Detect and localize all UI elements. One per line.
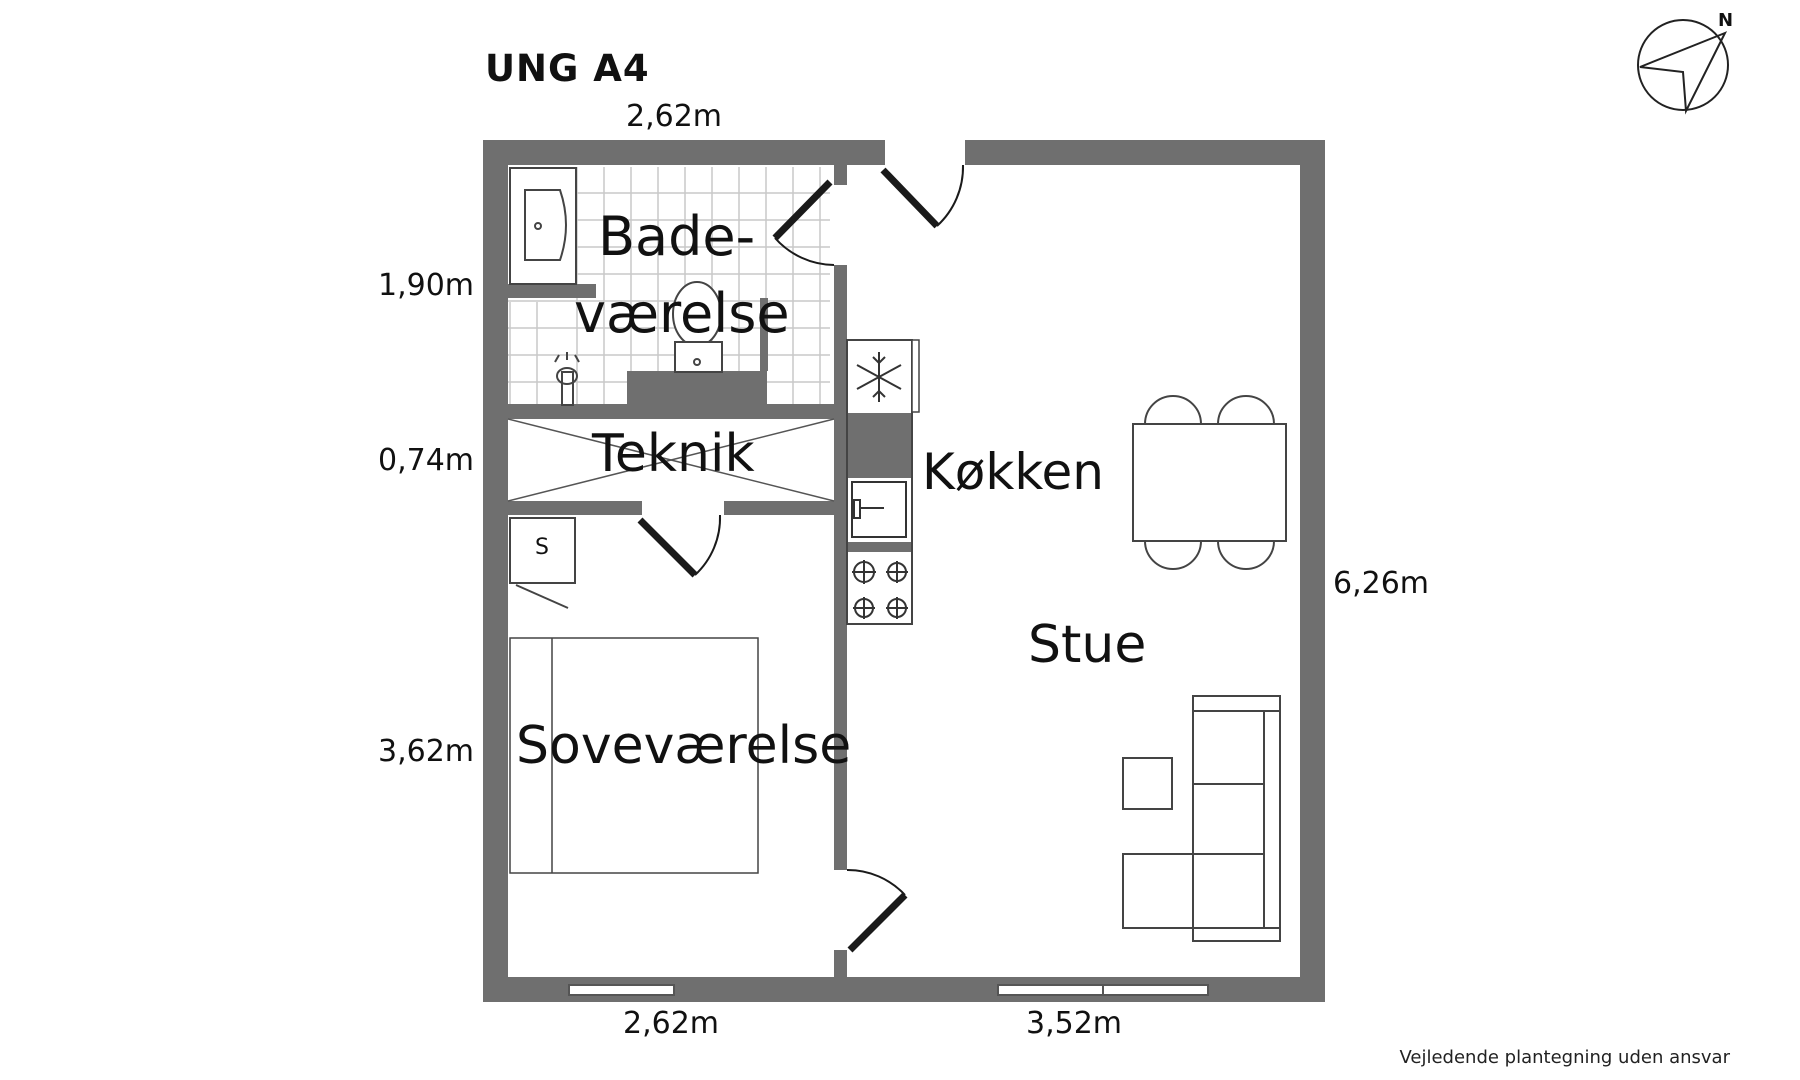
room-label-bath-2: værelse — [574, 282, 790, 345]
interior-walls — [508, 165, 847, 977]
closet-label: S — [535, 535, 549, 560]
room-label-bedroom: Soveværelse — [516, 716, 852, 776]
bathroom-tiles — [508, 167, 830, 405]
apartment-title: UNG A4 — [485, 47, 650, 90]
dim-bottom-right: 3,52m — [1026, 1006, 1123, 1041]
room-label-living: Stue — [1028, 615, 1147, 675]
bathroom-sink — [509, 167, 577, 285]
dim-top: 2,62m — [626, 99, 723, 134]
doors — [637, 164, 965, 953]
dim-bottom-left: 2,62m — [623, 1006, 720, 1041]
dim-bedroom-height: 3,62m — [378, 734, 475, 769]
teknik-cross — [507, 418, 835, 502]
closet — [509, 517, 576, 609]
toilet — [672, 281, 723, 373]
sofa — [1122, 695, 1281, 942]
dim-total-height: 6,26m — [1333, 566, 1430, 601]
dining-table — [1132, 395, 1287, 570]
room-label-bath-1: Bade- — [598, 205, 756, 268]
windows — [568, 984, 1209, 996]
bed — [509, 637, 759, 874]
stove — [852, 560, 908, 619]
compass-north-icon — [1637, 19, 1729, 115]
outer-walls — [483, 140, 1325, 1002]
north-label: N — [1718, 10, 1734, 31]
disclaimer: Vejledende plantegning uden ansvar — [1399, 1047, 1730, 1068]
kitchen-sink — [851, 481, 907, 538]
dim-teknik-height: 0,74m — [378, 443, 475, 478]
fridge-snowflake-icon — [856, 352, 902, 402]
dim-bath-height: 1,90m — [378, 268, 475, 303]
room-label-kitchen: Køkken — [922, 443, 1104, 501]
shower-head — [554, 352, 580, 406]
room-label-teknik: Teknik — [592, 424, 755, 484]
coffee-table — [1122, 757, 1173, 810]
